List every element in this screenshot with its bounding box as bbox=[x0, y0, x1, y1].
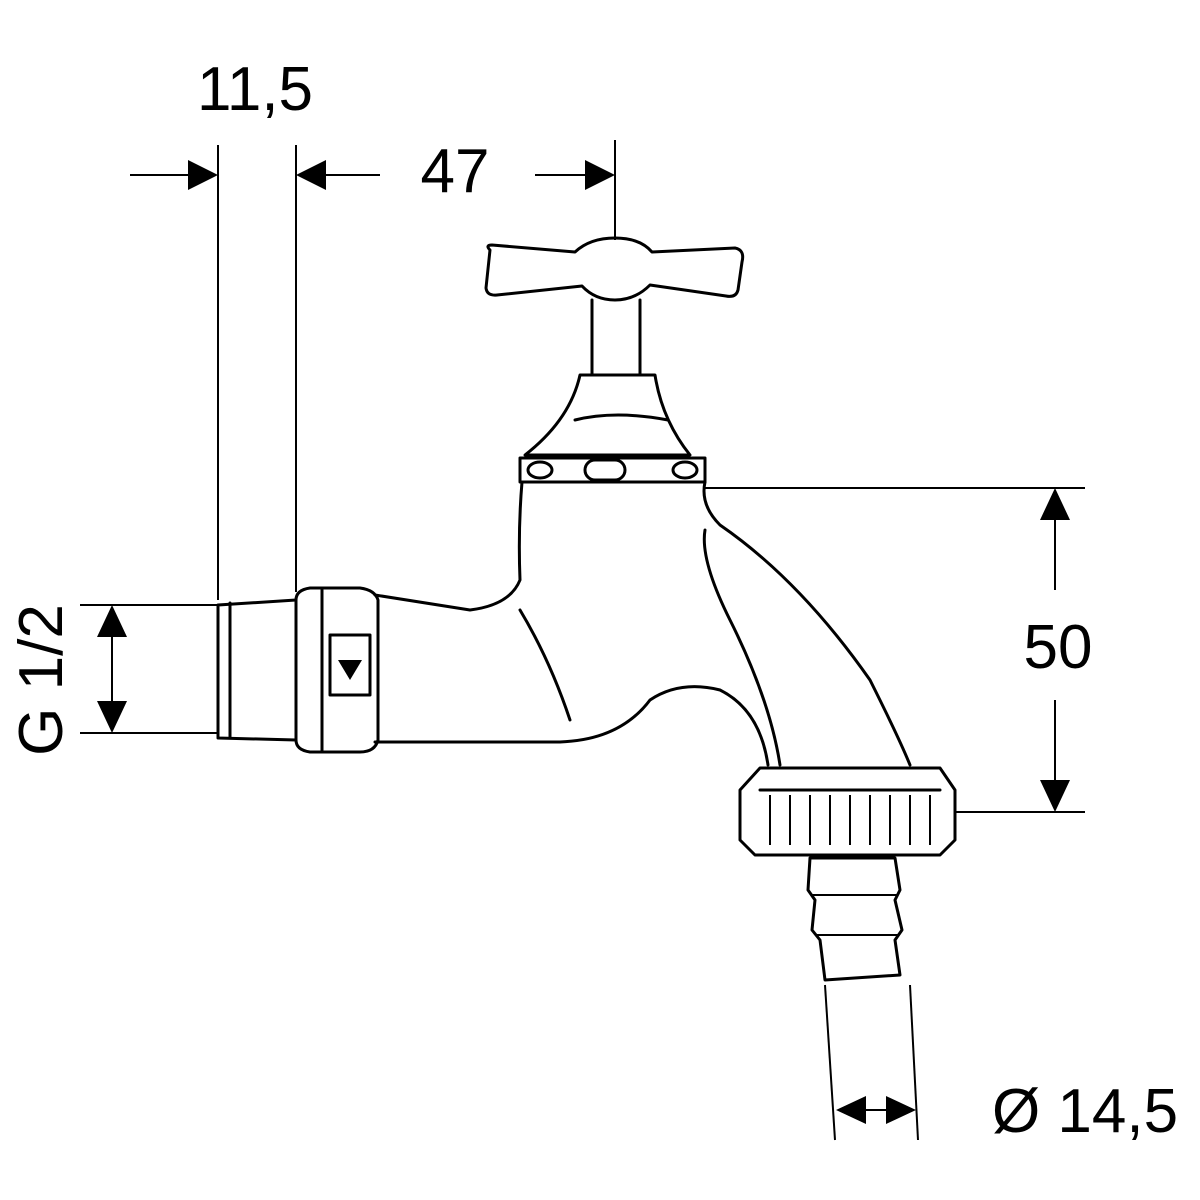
spindle bbox=[590, 298, 642, 377]
dimension-label-11-5: 11,5 bbox=[197, 55, 313, 124]
nut-knurling bbox=[769, 795, 931, 845]
dimension-11-5: 11,5 bbox=[130, 55, 380, 190]
dimension-label-thread: G 1/2 bbox=[7, 604, 76, 756]
inlet-nut bbox=[294, 586, 380, 754]
dimension-hose: Ø 14,5 bbox=[824, 984, 1178, 1146]
cross-handle bbox=[484, 236, 745, 302]
dimension-50: 50 bbox=[1024, 488, 1093, 812]
hose-barb bbox=[806, 856, 904, 982]
collar bbox=[518, 456, 707, 484]
valve-body bbox=[373, 480, 912, 767]
bonnet bbox=[523, 373, 692, 457]
faucet bbox=[216, 236, 957, 982]
dimension-label-hose: Ø 14,5 bbox=[992, 1077, 1178, 1146]
dimension-thread: G 1/2 bbox=[7, 604, 127, 756]
extension-lines bbox=[80, 140, 1085, 813]
dimension-label-47: 47 bbox=[421, 137, 490, 206]
dimension-label-50: 50 bbox=[1024, 613, 1093, 682]
outlet-nut bbox=[738, 766, 957, 857]
inlet-thread bbox=[216, 598, 298, 742]
dimension-47: 47 bbox=[421, 137, 615, 206]
